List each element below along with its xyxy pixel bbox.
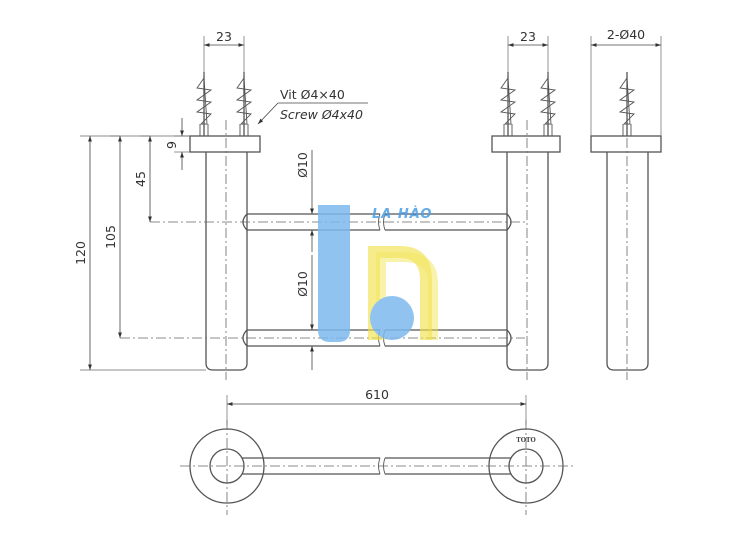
svg-text:610: 610: [365, 387, 389, 402]
dim-left-23: 23: [203, 29, 245, 76]
dim-120: 120: [73, 135, 206, 371]
front-view: [120, 72, 561, 380]
svg-text:23: 23: [216, 29, 232, 44]
watermark-blue-circle: [370, 296, 414, 340]
brand-logo: TOTO: [516, 437, 535, 444]
watermark-blue-bar: [318, 205, 350, 342]
dim-side-diameter: 2-Ø40: [590, 27, 662, 136]
left-flange: [189, 135, 261, 153]
left-anchors: [195, 72, 253, 136]
svg-text:23: 23: [520, 29, 536, 44]
top-view: TOTO: [180, 420, 575, 515]
svg-text:Screw Ø4x40: Screw Ø4x40: [280, 107, 363, 122]
right-anchors: [499, 72, 557, 136]
dim-105: 105: [103, 135, 150, 338]
svg-text:Vit Ø4×40: Vit Ø4×40: [280, 87, 345, 102]
svg-text:Ø10: Ø10: [295, 152, 310, 178]
watermark-text: LA HÀO: [372, 206, 432, 222]
dim-bar-top-dia: Ø10: [295, 150, 314, 252]
watermark-logo: LA HÀO: [318, 205, 438, 342]
svg-text:105: 105: [103, 225, 118, 249]
dim-9: 9: [164, 118, 190, 170]
right-post: [506, 152, 549, 371]
dim-bar-bottom-dia: Ø10: [295, 255, 314, 370]
screw-annotation: Vit Ø4×40 Screw Ø4x40: [257, 87, 368, 125]
dim-610: 610: [226, 387, 527, 425]
svg-text:Ø10: Ø10: [295, 271, 310, 297]
svg-text:120: 120: [73, 241, 88, 265]
dim-right-23: 23: [507, 29, 549, 76]
svg-text:9: 9: [164, 141, 179, 149]
side-view: [590, 72, 662, 380]
svg-text:45: 45: [133, 171, 148, 187]
right-flange: [491, 135, 561, 153]
left-post: [205, 152, 248, 371]
svg-text:2-Ø40: 2-Ø40: [607, 27, 645, 42]
dim-45: 45: [133, 135, 190, 222]
